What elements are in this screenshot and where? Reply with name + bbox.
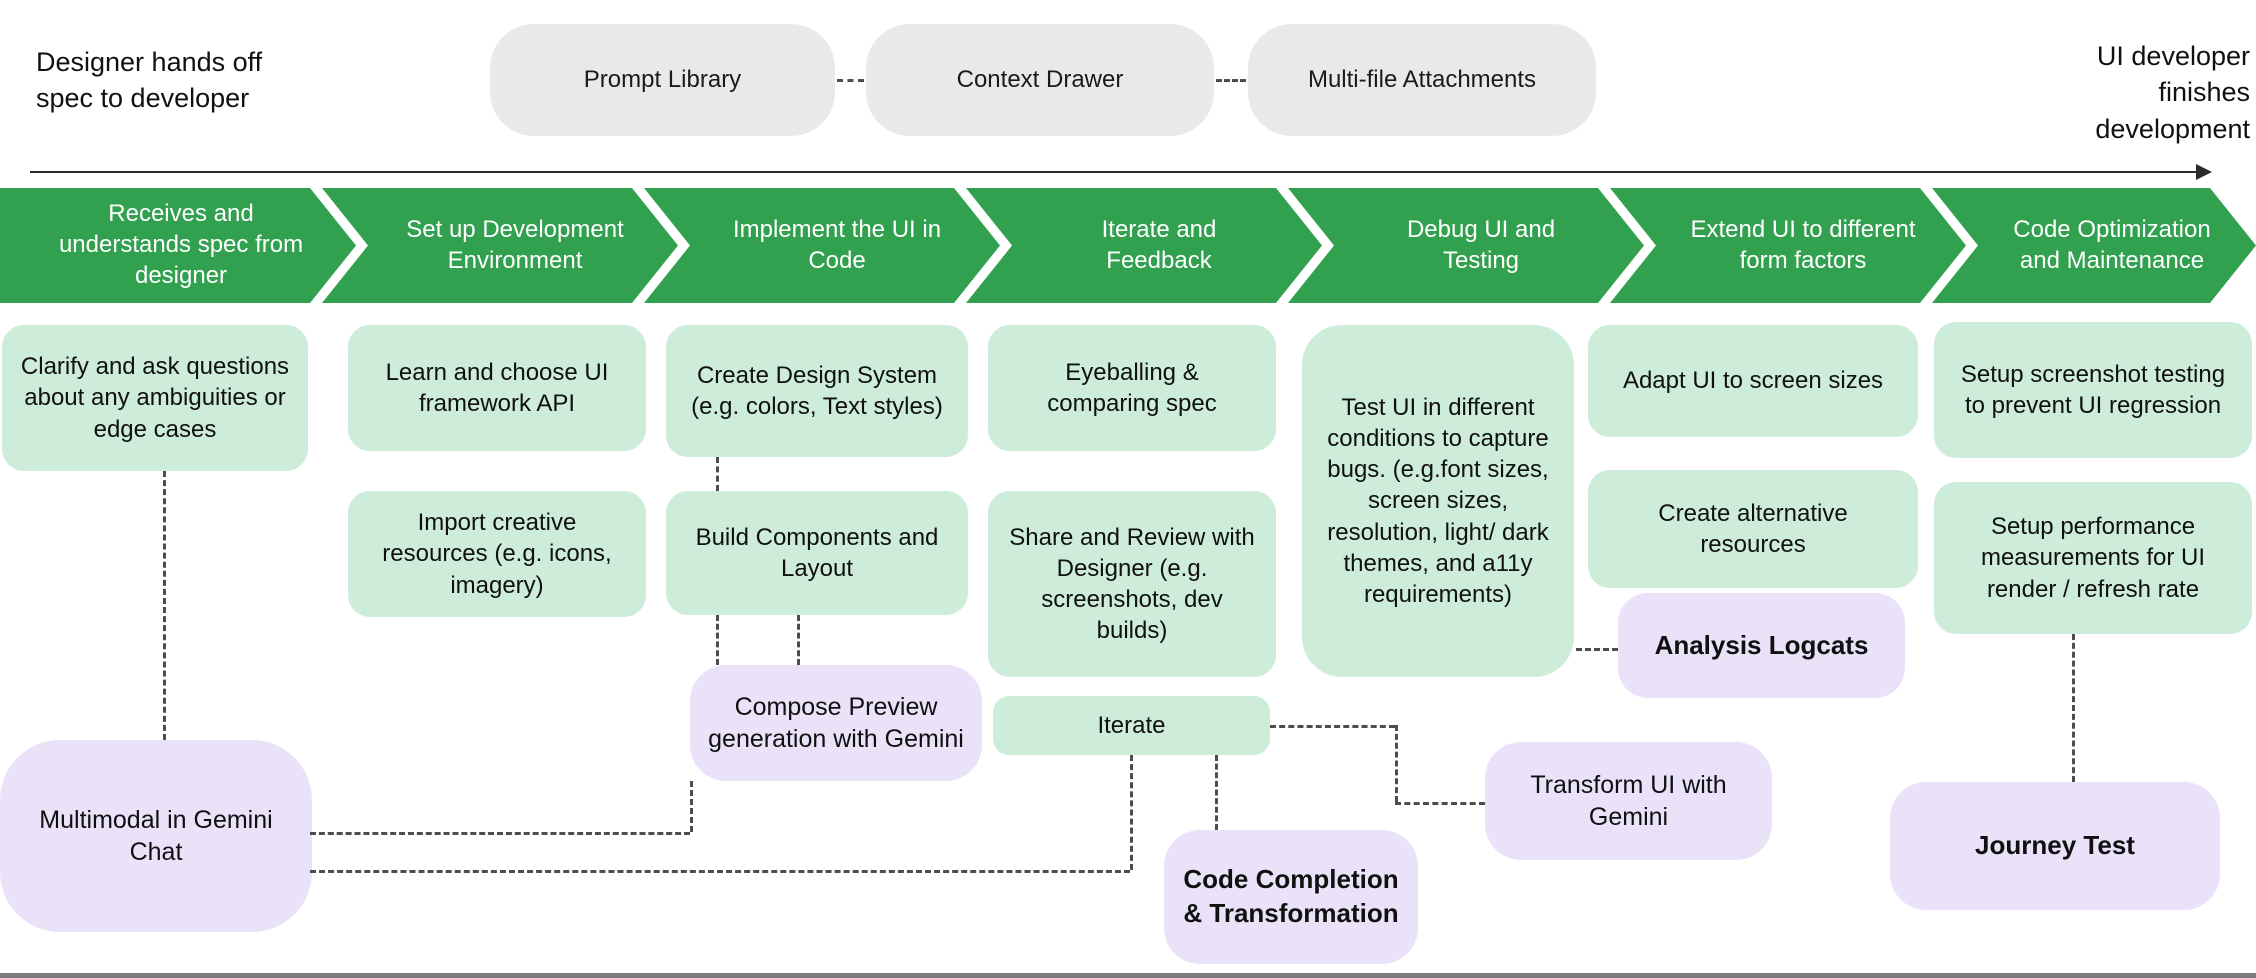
connector-designsystem-to-components [716,457,719,491]
task-eyeballing-comparing: Eyeballing & comparing spec [988,325,1276,451]
stage-implement-ui: Implement the UI in Code [644,188,1000,303]
connector-compose-down [690,781,693,832]
task-build-components-layout: Build Components and Layout [666,491,968,615]
gemini-transform-ui: Transform UI with Gemini [1485,742,1772,860]
connector-iterate-down-left [1130,755,1133,870]
connector-components-to-compose-left [716,615,719,665]
task-share-review-designer: Share and Review with Designer (e.g. scr… [988,491,1276,677]
gemini-compose-preview: Compose Preview generation with Gemini [690,665,982,781]
connector-clarify-to-multimodal [163,471,166,740]
task-test-ui-conditions: Test UI in different conditions to captu… [1302,325,1574,677]
timeline-line [30,171,2198,173]
connector-iterate-to-codecompletion [1215,755,1218,830]
task-create-alternative-resources: Create alternative resources [1588,470,1918,588]
gemini-journey-test: Journey Test [1890,782,2220,910]
pill-connector [837,79,864,82]
timeline-arrowhead-icon [2196,164,2212,180]
pill-prompt-library: Prompt Library [490,24,835,136]
footer-bar [0,973,2256,978]
connector-multimodal-to-compose [310,832,690,835]
connector-iterate-right-down [1395,725,1398,802]
stage-extend-form-factors: Extend UI to different form factors [1610,188,1966,303]
stage-debug-testing: Debug UI and Testing [1288,188,1644,303]
ui-developer-finishes-label: UI developer finishes development [2095,41,2250,144]
connector-performance-to-journey [2072,634,2075,782]
pill-connector [1216,79,1246,82]
task-clarify-questions: Clarify and ask questions about any ambi… [2,325,308,471]
pill-context-drawer: Context Drawer [866,24,1214,136]
task-iterate: Iterate [993,696,1270,755]
task-screenshot-testing: Setup screenshot testing to prevent UI r… [1934,322,2252,458]
gemini-analysis-logcats: Analysis Logcats [1618,593,1905,698]
connector-to-transform-ui [1395,802,1485,805]
designer-handoff-label: Designer hands off spec to developer [36,47,263,114]
connector-iterate-right [1270,725,1395,728]
task-import-creative-resources: Import creative resources (e.g. icons, i… [348,491,646,617]
stage-setup-environment: Set up Development Environment [322,188,678,303]
task-performance-measurements: Setup performance measurements for UI re… [1934,482,2252,634]
connector-components-to-compose-right [797,615,800,665]
stage-receives-spec: Receives and understands spec from desig… [0,188,356,303]
task-create-design-system: Create Design System (e.g. colors, Text … [666,325,968,457]
gemini-multimodal-chat: Multimodal in Gemini Chat [0,740,312,932]
stage-code-optimization: Code Optimization and Maintenance [1932,188,2256,303]
task-adapt-screen-sizes: Adapt UI to screen sizes [1588,325,1918,437]
gemini-code-completion: Code Completion & Transformation [1164,830,1418,964]
task-learn-framework-api: Learn and choose UI framework API [348,325,646,451]
connector-multimodal-to-iterate [310,870,1130,873]
stage-iterate-feedback: Iterate and Feedback [966,188,1322,303]
pill-multi-file-attachments: Multi-file Attachments [1248,24,1596,136]
connector-testui-to-logcats [1576,648,1618,651]
